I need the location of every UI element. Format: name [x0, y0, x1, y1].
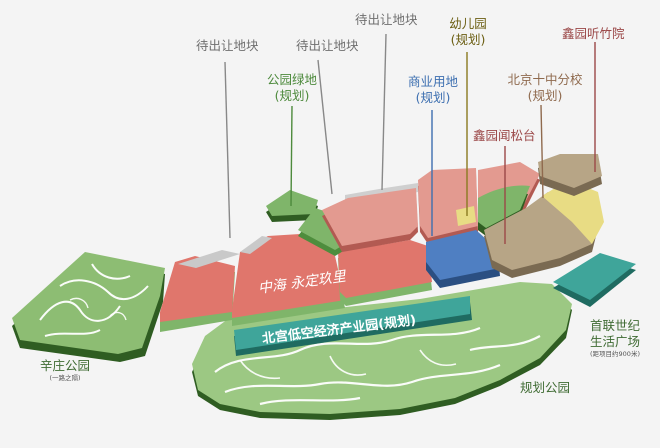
label-commercial: 商业用地 (规划): [402, 74, 464, 106]
industrial-park-banner: [234, 296, 472, 356]
label-shoulian-line2: 生活广场: [589, 334, 640, 349]
label-school: 北京十中分校 (规划): [500, 72, 590, 104]
label-xinyuan-wensong: 鑫园闻松台: [473, 128, 536, 143]
label-park-green-line1: 公园绿地: [266, 72, 317, 87]
residential-block-middle: [338, 240, 432, 306]
label-shoulian-note: (距项目约900米): [590, 350, 640, 358]
label-xinyuan-tingzhu: 鑫园听竹院: [562, 26, 625, 41]
label-kindergarten-line2: (规划): [450, 32, 486, 47]
wensong-terrace: [478, 162, 540, 236]
label-commercial-line1: 商业用地: [407, 74, 458, 89]
label-shoulian-line1: 首联世纪: [589, 318, 640, 333]
xinzhuang-park: [12, 252, 165, 362]
label-kindergarten: 幼儿园 (规划): [440, 16, 496, 48]
label-park-green: 公园绿地 (规划): [262, 72, 322, 104]
reserved-top-block: [322, 188, 418, 252]
park-green-planned: [266, 190, 318, 222]
label-planned-park: 规划公园: [520, 380, 571, 395]
label-kindergarten-line1: 幼儿园: [449, 16, 487, 31]
kindergarten-block: [418, 168, 478, 244]
label-school-line2: (规划): [527, 88, 563, 103]
label-reserved-left: 待出让地块: [196, 38, 259, 53]
label-xinzhuang-park-note: (一路之隔): [49, 374, 81, 382]
commercial-block: [426, 230, 500, 288]
label-xinzhuang-park: 辛庄公园 (一路之隔): [36, 358, 94, 383]
label-reserved-top: 待出让地块: [355, 12, 418, 27]
label-commercial-line2: (规划): [415, 90, 451, 105]
residential-block-project: [232, 234, 345, 326]
school-block: [484, 180, 604, 278]
tingzhu-block: [538, 154, 602, 196]
label-school-line1: 北京十中分校: [507, 72, 583, 87]
label-park-green-line2: (规划): [274, 88, 310, 103]
label-shoulian: 首联世纪 生活广场 (距项目约900米): [580, 318, 650, 359]
residential-block-left: [160, 256, 235, 332]
label-reserved-mid: 待出让地块: [296, 38, 359, 53]
shoulian-plaza: [553, 253, 636, 307]
leader-lines: [224, 33, 596, 244]
label-xinzhuang-park-name: 辛庄公园: [39, 358, 90, 373]
